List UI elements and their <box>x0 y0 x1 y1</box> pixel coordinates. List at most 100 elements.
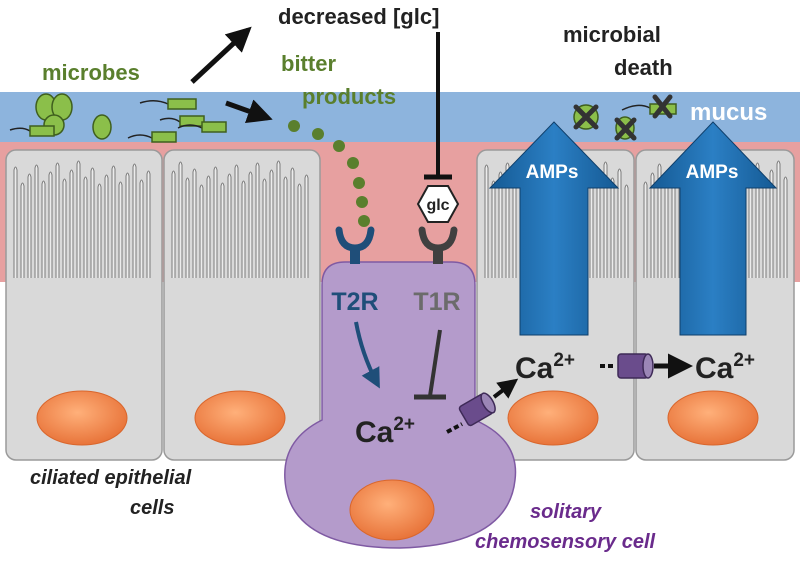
cilium <box>762 178 767 278</box>
cilium <box>643 181 648 278</box>
cilium <box>248 171 253 278</box>
cilium <box>491 180 496 278</box>
cilium <box>171 170 176 278</box>
cilium <box>610 177 615 278</box>
ca-mid-text: Ca <box>515 352 554 385</box>
mucus-label: mucus <box>690 99 767 126</box>
cilium <box>269 169 274 278</box>
cilium <box>41 180 46 278</box>
nucleus-3 <box>507 390 599 446</box>
cilium <box>13 166 18 278</box>
ca-dash-to-channel <box>446 422 463 434</box>
bitter-product-dots <box>288 120 370 227</box>
ca-mid-sup: 2+ <box>553 350 575 371</box>
t2r-receptor <box>335 226 375 264</box>
cilium <box>83 176 88 278</box>
rod-microbes <box>9 98 227 143</box>
chemosensory-nucleus <box>349 479 435 541</box>
solitary-cell-label-line2: chemosensory cell <box>475 531 656 553</box>
cilium <box>589 179 594 278</box>
cilium <box>276 160 281 278</box>
cilium <box>290 167 295 278</box>
mucus-layer <box>0 92 800 142</box>
cilium <box>192 168 197 278</box>
cilium <box>146 170 151 278</box>
amp-label-left: AMPs <box>526 162 579 183</box>
cilium <box>283 176 288 278</box>
t2r-activation-arrow <box>354 321 380 389</box>
cilium <box>199 184 204 278</box>
cilium <box>90 167 95 278</box>
arrow-microbes-to-glc <box>190 26 252 84</box>
decreased-glc-label: decreased [glc] <box>278 4 439 29</box>
gap-junction-channel-2 <box>617 353 654 379</box>
arrow-channel-to-ca-mid <box>492 378 519 399</box>
t1r-label: T1R <box>413 288 460 316</box>
cilium <box>27 173 32 278</box>
ca-mid-label: Ca2+ <box>515 350 575 385</box>
cilium <box>118 181 123 278</box>
cilium <box>664 179 669 278</box>
nucleus-2 <box>194 390 286 446</box>
ca-right-sup: 2+ <box>733 350 755 371</box>
glc-label: glc <box>426 197 449 214</box>
solitary-cell-label-line1: solitary <box>530 501 602 523</box>
microbe-cluster <box>35 93 112 140</box>
ca-right-text: Ca <box>695 352 734 385</box>
cilium <box>234 164 239 278</box>
cilium <box>505 162 510 278</box>
cilium <box>20 182 25 278</box>
cilium <box>69 169 74 278</box>
cilium <box>776 160 781 278</box>
nucleus-1 <box>36 390 128 446</box>
cilium <box>34 164 39 278</box>
cilium <box>769 169 774 278</box>
cilium <box>111 165 116 278</box>
chemosensory-cell <box>284 261 517 549</box>
ca-center-sup: 2+ <box>393 414 415 435</box>
ca-center-label: Ca2+ <box>355 414 415 449</box>
cilium <box>227 173 232 278</box>
nucleus-4 <box>667 390 759 446</box>
ciliated-cells-label-line1: ciliated epithelial <box>30 467 192 489</box>
cilium <box>512 178 517 278</box>
amp-arrow-left <box>488 121 620 336</box>
gap-junction-channel-1 <box>458 392 496 427</box>
t1r-inhibit-line <box>428 329 442 397</box>
t1r-receptor <box>418 226 458 264</box>
cilium <box>206 175 211 278</box>
cilium <box>657 163 662 278</box>
cilium <box>783 176 788 278</box>
cilium <box>125 172 130 278</box>
ciliated-cells-label-line2: cells <box>130 497 174 519</box>
cilium <box>220 182 225 278</box>
cilium <box>62 178 67 278</box>
amp-label-right: AMPs <box>686 162 739 183</box>
cilium <box>213 166 218 278</box>
cilium <box>104 174 109 278</box>
cilium <box>255 162 260 278</box>
cilium <box>755 162 760 278</box>
cilium <box>139 179 144 278</box>
cilium <box>97 183 102 278</box>
amp-arrow-right <box>648 121 778 336</box>
cilium <box>650 172 655 278</box>
cilium <box>624 184 629 278</box>
cilium <box>241 180 246 278</box>
cilium <box>297 183 302 278</box>
ca-center-text: Ca <box>355 416 394 449</box>
cilium <box>48 171 53 278</box>
cilium <box>185 177 190 278</box>
glc-hexagon <box>416 185 460 223</box>
cilium <box>76 160 81 278</box>
cilium <box>132 163 137 278</box>
cilium <box>55 162 60 278</box>
cilium <box>484 164 489 278</box>
t2r-label: T2R <box>331 288 378 316</box>
cilium <box>603 161 608 278</box>
cilium <box>262 178 267 278</box>
cilium <box>178 161 183 278</box>
ca-right-label: Ca2+ <box>695 350 755 385</box>
